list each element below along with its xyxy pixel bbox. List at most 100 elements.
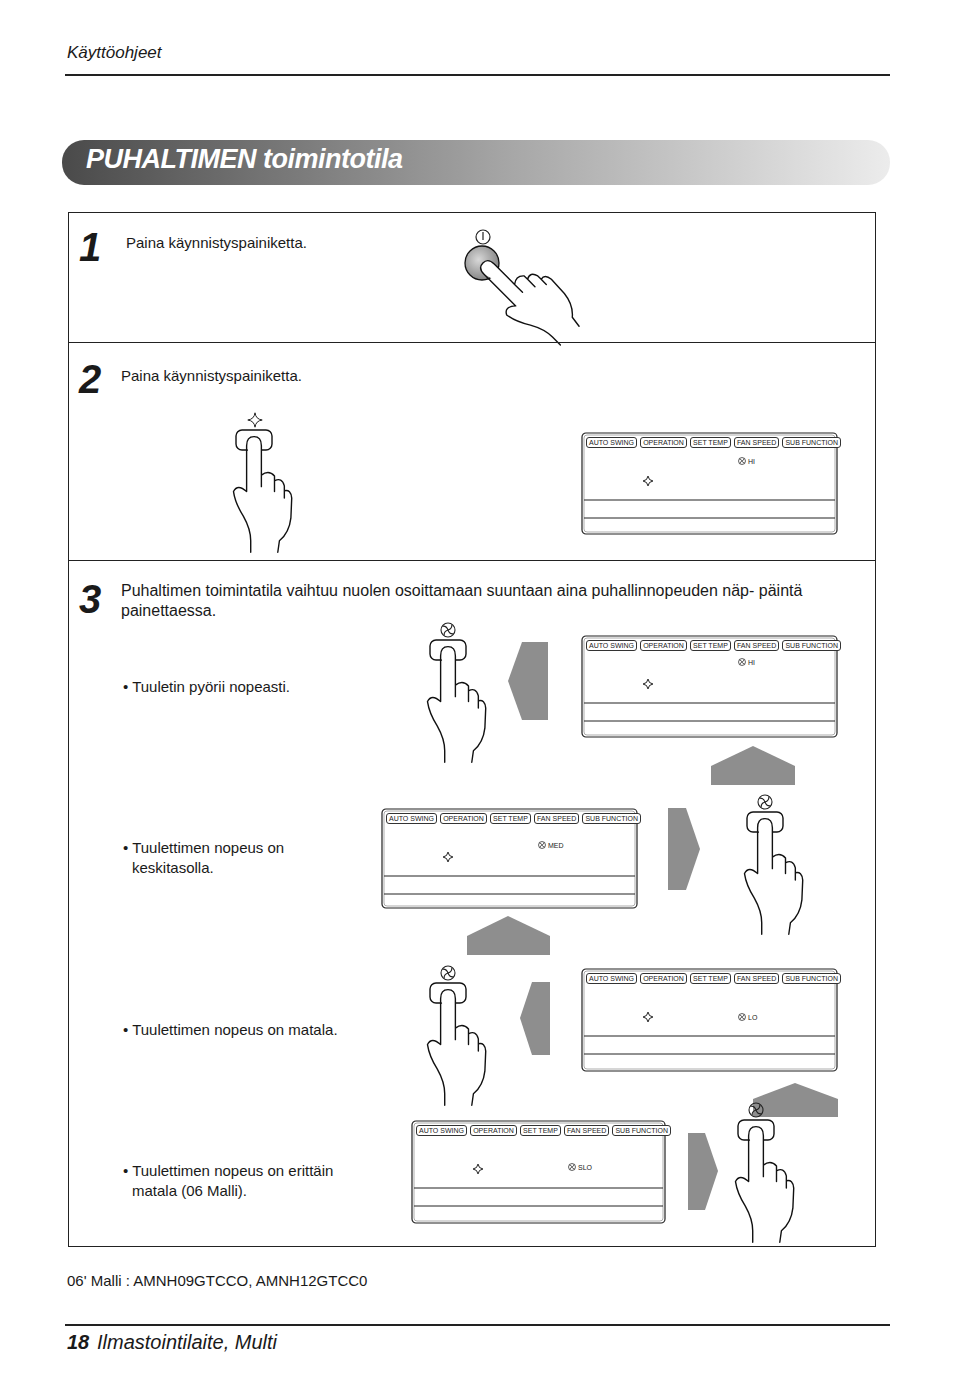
display-tab: SUB FUNCTION (782, 973, 841, 984)
step-text: Puhaltimen toimintatila vaihtuu nuolen o… (121, 581, 841, 621)
display-tab: AUTO SWING (586, 973, 637, 984)
display-tab: SUB FUNCTION (612, 1125, 671, 1136)
running-header: Käyttöohjeet (67, 43, 162, 63)
tab-row: AUTO SWINGOPERATIONSET TEMPFAN SPEEDSUB … (586, 437, 841, 448)
step-number: 1 (79, 227, 100, 267)
tab-row: AUTO SWINGOPERATIONSET TEMPFAN SPEEDSUB … (586, 640, 841, 651)
fan-icon (749, 1103, 763, 1117)
display-tab: OPERATION (640, 437, 687, 448)
block-arrow (753, 1083, 838, 1117)
display-tab: FAN SPEED (734, 437, 779, 448)
display-tab: SUB FUNCTION (582, 813, 641, 824)
pressing-hand (736, 1127, 794, 1243)
display-tab: SET TEMP (690, 973, 731, 984)
fan-icon (758, 795, 772, 809)
block-arrow (520, 982, 550, 1055)
text-wrap: HI (748, 658, 755, 667)
display-tab: AUTO SWING (416, 1125, 467, 1136)
header-rule (65, 74, 890, 76)
display-tab: AUTO SWING (386, 813, 437, 824)
fan-icon (441, 966, 455, 980)
step-text: Paina käynnistyspainiketta. (126, 233, 446, 253)
text-wrap: • Tuulettimen nopeus on keskitasolla. (123, 838, 323, 878)
tab-row: AUTO SWINGOPERATIONSET TEMPFAN SPEEDSUB … (416, 1125, 671, 1136)
bullet-note: • Tuulettimen nopeus on keskitasolla. (123, 838, 323, 878)
fan-mode-icon (643, 476, 653, 486)
text-wrap: SLO (578, 1163, 592, 1172)
display-tab: FAN SPEED (564, 1125, 609, 1136)
step-text: Paina käynnistyspainiketta. (121, 366, 441, 386)
display-tab: SET TEMP (690, 640, 731, 651)
lcd-display: AUTO SWINGOPERATIONSET TEMPFAN SPEEDSUB … (581, 635, 846, 738)
fan-mode-icon (248, 413, 262, 427)
display-tab: OPERATION (440, 813, 487, 824)
pressing-hand (745, 819, 803, 935)
label-wrap: 06' Malli : AMNH09GTCCO, AMNH12GTCC0 (67, 1272, 367, 1289)
block-arrow (668, 808, 700, 890)
fan-speed-value: LO (748, 1013, 757, 1022)
step-number: 3 (79, 579, 100, 619)
running-footer: Ilmastointilaite, Multi (97, 1331, 277, 1354)
label-wrap: 18 (67, 1331, 89, 1354)
display-tab: FAN SPEED (734, 973, 779, 984)
pressing-hand (469, 237, 589, 357)
fan-mode-icon (473, 1164, 483, 1174)
title-band (62, 140, 890, 185)
fan-icon (539, 842, 546, 849)
display-tab: OPERATION (640, 640, 687, 651)
fan-mode-icon (443, 852, 453, 862)
fan-icon (441, 623, 455, 637)
step-panel: 2 Paina käynnistyspainiketta. AUTO SWINGOP… (68, 343, 876, 561)
lcd-display: AUTO SWINGOPERATIONSET TEMPFAN SPEEDSUB … (581, 432, 846, 535)
page-title: PUHALTIMEN toimintotila (86, 144, 402, 175)
block-arrow (508, 642, 548, 720)
text-wrap: LO (748, 1013, 757, 1022)
display-tab: SET TEMP (490, 813, 531, 824)
display-tab: AUTO SWING (586, 437, 637, 448)
display-tab: AUTO SWING (586, 640, 637, 651)
text-wrap: 3 (79, 579, 100, 619)
text-wrap: 1 (79, 227, 100, 267)
step-number: 2 (79, 359, 100, 399)
fan-icon (739, 458, 746, 465)
display-tab: SET TEMP (690, 437, 731, 448)
bullet-note: • Tuulettimen nopeus on matala. (123, 1020, 383, 1040)
fan-icon (739, 1014, 746, 1021)
fan-icon (569, 1164, 576, 1171)
display-tab: SET TEMP (520, 1125, 561, 1136)
step-panel: 3 Puhaltimen toimintatila vaihtuu nuolen … (68, 561, 876, 1247)
pressing-hand (428, 990, 486, 1106)
text-wrap: 2 (79, 359, 100, 399)
text-wrap: Paina käynnistyspainiketta. (126, 233, 446, 253)
pressing-hand (428, 647, 486, 763)
text-wrap: Paina käynnistyspainiketta. (121, 366, 441, 386)
display-tab: OPERATION (470, 1125, 517, 1136)
step-panel: 1 Paina käynnistyspainiketta. (68, 212, 876, 343)
fan-mode-icon (643, 679, 653, 689)
block-arrow (688, 1133, 718, 1210)
fan-icon (739, 659, 746, 666)
page-number: 18 (67, 1331, 89, 1354)
text-wrap: HI (748, 457, 755, 466)
power-icon (476, 230, 490, 244)
text-wrap: • Tuulettimen nopeus on erittäin matala … (123, 1161, 363, 1201)
lcd-display: AUTO SWINGOPERATIONSET TEMPFAN SPEEDSUB … (381, 808, 646, 909)
block-arrow (467, 916, 550, 955)
display-tab: OPERATION (640, 973, 687, 984)
lcd-display: AUTO SWINGOPERATIONSET TEMPFAN SPEEDSUB … (581, 968, 846, 1072)
label-wrap: Käyttöohjeet (67, 43, 162, 63)
text-wrap: • Tuulettimen nopeus on matala. (123, 1020, 383, 1040)
text-wrap: MED (548, 841, 564, 850)
tab-row: AUTO SWINGOPERATIONSET TEMPFAN SPEEDSUB … (586, 973, 841, 984)
text-wrap: Puhaltimen toimintatila vaihtuu nuolen o… (121, 581, 841, 621)
bullet-note: • Tuuletin pyörii nopeasti. (123, 677, 383, 697)
display-tab: SUB FUNCTION (782, 640, 841, 651)
title-wrap: PUHALTIMEN toimintotila (86, 144, 402, 175)
fan-speed-value: HI (748, 457, 755, 466)
display-tab: SUB FUNCTION (782, 437, 841, 448)
block-arrow (711, 746, 795, 785)
lcd-display: AUTO SWINGOPERATIONSET TEMPFAN SPEEDSUB … (411, 1120, 676, 1224)
pressing-hand (234, 437, 292, 553)
text-wrap: • Tuuletin pyörii nopeasti. (123, 677, 383, 697)
